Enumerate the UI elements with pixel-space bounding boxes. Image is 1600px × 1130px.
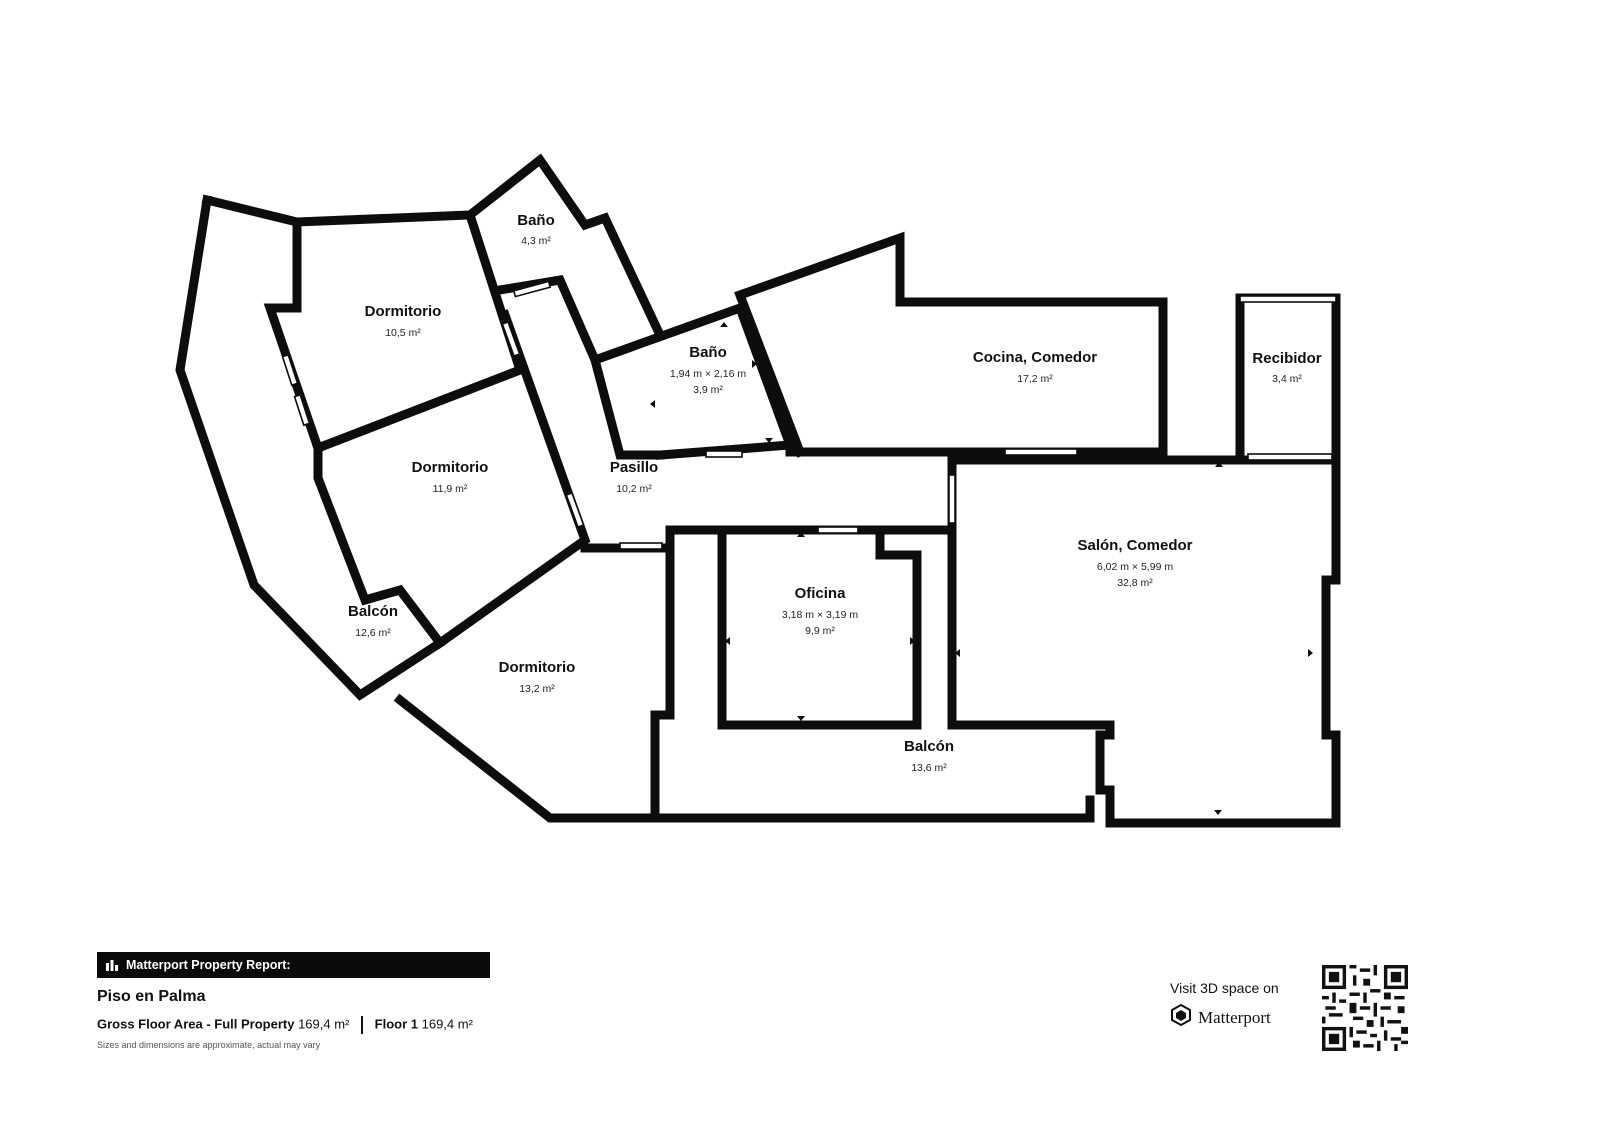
wall-dormitorio-3-outer	[393, 693, 660, 823]
room-area: 10,2 m²	[616, 483, 652, 495]
window	[817, 526, 859, 534]
window	[619, 542, 663, 550]
window	[948, 474, 956, 524]
door-marker	[725, 637, 730, 645]
wall-dormitorio-top	[292, 153, 666, 341]
wall-recibidor	[1095, 293, 1341, 828]
room-dims: 3,18 m × 3,19 m	[782, 609, 858, 621]
window	[565, 491, 585, 529]
room-name: Balcón	[904, 738, 954, 755]
wall-dorm-1-2	[312, 364, 526, 454]
room-name: Dormitorio	[499, 659, 576, 676]
door-marker	[720, 322, 728, 327]
wall-cocina	[734, 231, 1168, 457]
report-areas: Gross Floor Area - Full Property 169,4 m…	[97, 1016, 490, 1034]
room-name: Salón, Comedor	[1077, 537, 1192, 554]
window	[293, 393, 311, 427]
room-area: 11,9 m²	[433, 483, 468, 495]
room-name: Balcón	[348, 603, 398, 620]
windows	[281, 280, 1337, 550]
door-marker	[1215, 462, 1223, 467]
visit-3d[interactable]: Visit 3D space on Matterport	[1170, 980, 1320, 1031]
wall-bano-small	[589, 302, 797, 460]
door-marker	[1308, 649, 1313, 657]
walls	[175, 153, 1341, 828]
room-dims: 1,94 m × 2,16 m	[670, 368, 746, 380]
door-markers	[650, 322, 1313, 815]
room-area: 13,6 m²	[911, 762, 947, 774]
room-area: 4,3 m²	[521, 235, 551, 247]
room-area: 32,8 m²	[1117, 577, 1153, 589]
room-area: 10,5 m²	[385, 327, 421, 339]
wall-balcon-left	[175, 194, 447, 701]
floor-label: Floor 1	[374, 1016, 418, 1032]
room-name: Baño	[689, 344, 727, 361]
room-area: 13,2 m²	[519, 683, 555, 695]
room-area: 12,6 m²	[355, 627, 391, 639]
wall-pasillo-bottom	[650, 525, 1095, 823]
window	[1239, 295, 1337, 303]
door-marker	[797, 716, 805, 721]
room-area: 9,9 m²	[805, 625, 835, 637]
window	[501, 320, 521, 358]
property-name: Piso en Palma	[97, 988, 206, 1005]
floor-value: 169,4 m²	[421, 1016, 473, 1032]
matterport-name: Matterport	[1198, 1007, 1271, 1027]
door-marker	[797, 532, 805, 537]
window	[1247, 453, 1333, 461]
door-marker	[955, 649, 960, 657]
wall-cocina-left	[734, 289, 806, 458]
gfa-label: Gross Floor Area - Full Property	[97, 1016, 295, 1032]
report-header: Matterport Property Report:	[97, 952, 490, 978]
door-marker	[650, 400, 655, 408]
property-report: Matterport Property Report: Piso en Palm…	[97, 952, 490, 1050]
door-marker	[765, 438, 773, 443]
door-marker	[752, 360, 757, 368]
room-name: Oficina	[795, 585, 847, 602]
report-header-text: Matterport Property Report:	[126, 958, 291, 972]
room-dims: 6,02 m × 5,99 m	[1097, 561, 1173, 573]
door-marker	[910, 637, 915, 645]
room-area: 17,2 m²	[1017, 373, 1053, 385]
door-marker	[1214, 810, 1222, 815]
building-icon	[105, 959, 119, 972]
qr-code-icon[interactable]	[1322, 965, 1408, 1051]
room-name: Dormitorio	[365, 303, 442, 320]
room-name: Dormitorio	[412, 459, 489, 476]
window	[1004, 448, 1078, 456]
window	[705, 450, 743, 458]
room-area: 3,4 m²	[1272, 373, 1302, 385]
wall-salon-left	[947, 455, 1115, 730]
wall-pasillo-inner	[433, 309, 591, 650]
window	[512, 280, 552, 298]
room-name: Pasillo	[610, 459, 658, 476]
room-name: Recibidor	[1252, 350, 1321, 367]
separator	[361, 1016, 364, 1034]
room-labels: Baño 4,3 m² Dormitorio 10,5 m² Baño 1,94…	[348, 212, 1322, 774]
gfa-value: 169,4 m²	[298, 1016, 350, 1032]
room-area: 3,9 m²	[693, 384, 723, 396]
matterport-brand: Matterport	[1170, 1003, 1320, 1031]
room-name: Baño	[517, 212, 555, 229]
visit-text: Visit 3D space on	[1170, 980, 1279, 996]
disclaimer: Sizes and dimensions are approximate, ac…	[97, 1040, 321, 1050]
matterport-logo-icon	[1170, 1003, 1192, 1031]
room-name: Cocina, Comedor	[973, 349, 1097, 366]
window	[281, 353, 299, 387]
